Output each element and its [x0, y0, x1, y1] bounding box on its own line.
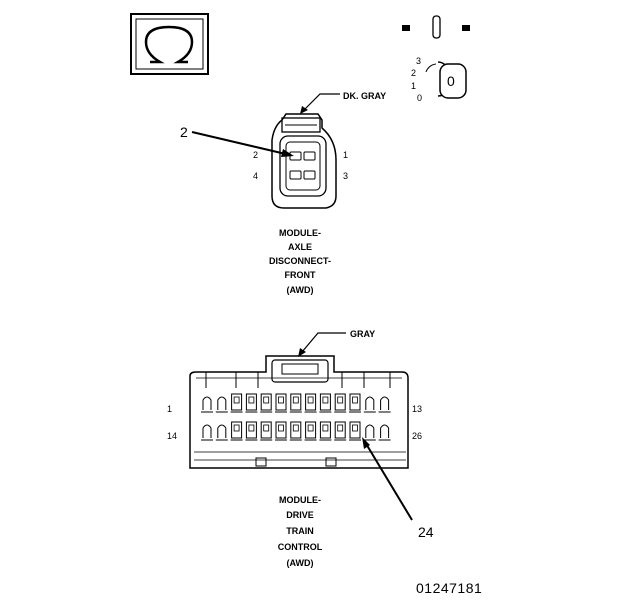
connector-cavity	[230, 421, 243, 441]
ohm-symbol	[130, 13, 209, 75]
connector-cavity	[215, 396, 228, 413]
connector-cavity	[319, 421, 332, 441]
connector-cavity	[334, 393, 347, 413]
drivetrain-pin-26: 26	[412, 431, 422, 441]
key-label: 0	[447, 73, 455, 89]
axle-pin-2: 2	[253, 150, 258, 160]
connector-cavity	[201, 424, 213, 441]
connector-cavity	[201, 396, 213, 413]
connector-cavity	[289, 393, 302, 413]
axle-connector-title: MODULE- AXLE DISCONNECT- FRONT (AWD)	[269, 228, 331, 295]
svg-text:DRIVE: DRIVE	[286, 510, 314, 520]
connector-cavity	[319, 393, 332, 413]
drivetrain-pin-14: 14	[167, 431, 177, 441]
drivetrain-callout-number: 24	[418, 524, 434, 540]
svg-text:AXLE: AXLE	[288, 242, 312, 252]
axle-pin-1: 1	[343, 150, 348, 160]
connector-cavity	[304, 421, 317, 441]
svg-text:CONTROL: CONTROL	[278, 542, 323, 552]
svg-text:(AWD): (AWD)	[287, 285, 314, 295]
connector-cavity	[378, 424, 391, 441]
axle-disconnect-connector: DK. GRAY 2 1 4 3 2	[180, 91, 386, 209]
ohm-icon	[144, 25, 194, 64]
connector-cavity	[349, 393, 361, 413]
axle-pin-3: 3	[343, 171, 348, 181]
connector-cavity	[245, 393, 258, 413]
svg-text:MODULE-: MODULE-	[279, 495, 321, 505]
axle-connector-color-label: DK. GRAY	[343, 91, 386, 101]
key-position-0: 0	[417, 93, 422, 103]
connector-cavity	[215, 424, 228, 441]
svg-text:MODULE-: MODULE-	[279, 228, 321, 238]
connector-cavity	[304, 393, 317, 413]
axle-callout-number: 2	[180, 124, 188, 140]
connector-cavity	[349, 421, 361, 441]
svg-text:FRONT: FRONT	[285, 270, 316, 280]
svg-text:TRAIN: TRAIN	[286, 526, 314, 536]
connector-cavity	[289, 421, 302, 441]
figure-id: 01247181	[416, 580, 482, 596]
drivetrain-connector: GRAY 1 13 14 26 24	[167, 329, 434, 540]
connector-cavity	[260, 393, 273, 413]
connector-cavity	[334, 421, 347, 441]
connector-cavity	[363, 396, 376, 413]
drivetrain-pin-13: 13	[412, 404, 422, 414]
drivetrain-connector-title: MODULE- DRIVE TRAIN CONTROL (AWD)	[278, 495, 323, 568]
key-position-2: 2	[411, 68, 416, 78]
connector-cavity	[260, 421, 273, 441]
key-position-1: 1	[411, 81, 416, 91]
connector-cavity	[245, 421, 258, 441]
connector-cavity	[275, 393, 287, 413]
connector-cavity	[363, 424, 376, 441]
drivetrain-connector-color-label: GRAY	[350, 329, 375, 339]
connector-cavity	[275, 421, 287, 441]
connector-cavity	[230, 393, 243, 413]
ignition-key-icon: 0 3 2 1 0	[402, 15, 470, 103]
svg-text:DISCONNECT-: DISCONNECT-	[269, 256, 331, 266]
svg-text:(AWD): (AWD)	[287, 558, 314, 568]
axle-pin-4: 4	[253, 171, 258, 181]
drivetrain-pin-1: 1	[167, 404, 172, 414]
key-position-3: 3	[416, 56, 421, 66]
connector-cavity	[378, 396, 391, 413]
